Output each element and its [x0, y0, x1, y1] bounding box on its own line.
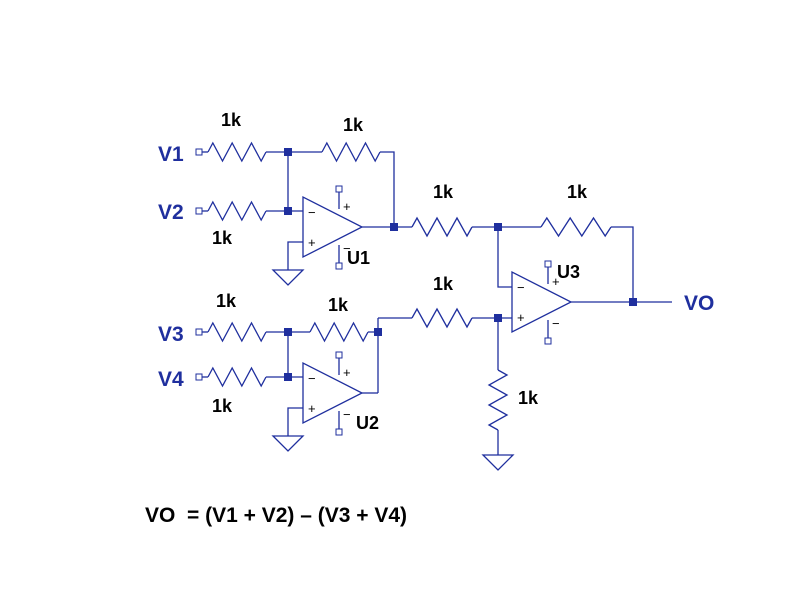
ports [195, 148, 203, 381]
supply-plus-sign: + [552, 274, 560, 289]
opamp-label-u2: U2 [356, 413, 379, 433]
input-port-v1 [195, 148, 203, 156]
resistor-label-u3-feedback: 1k [567, 182, 588, 202]
supply-pin-icon [544, 337, 552, 345]
supply-pin-icon [335, 185, 343, 193]
supply-plus-sign: + [343, 199, 351, 214]
resistor-label-u2-feedback: 1k [328, 295, 349, 315]
opamp-icon [302, 195, 364, 259]
junction-icon [284, 207, 292, 215]
wire [368, 331, 379, 393]
resistor-u3-feedback [540, 216, 612, 238]
input-label-v3: V3 [158, 323, 184, 346]
opamp-icon [302, 361, 364, 425]
resistor-label-u2-output: 1k [433, 274, 454, 294]
opamp-inverting-sign: − [308, 371, 316, 386]
resistor-label-v1: 1k [221, 110, 242, 130]
resistor-v1 [207, 141, 267, 163]
resistor-label-ground: 1k [518, 388, 539, 408]
resistor-label-u1-feedback: 1k [343, 115, 364, 135]
supply-pin-icon [335, 351, 343, 359]
resistor-u2-feedback [309, 321, 369, 343]
opamp-label-u3: U3 [557, 262, 580, 282]
junction-icon [284, 148, 292, 156]
opamp-inverting-sign: − [517, 280, 525, 295]
resistor-ground [487, 369, 509, 431]
input-label-v4: V4 [158, 368, 184, 391]
opamp-noninverting-sign: + [308, 401, 316, 416]
junction-icon [629, 298, 637, 306]
resistor-label-v3: 1k [216, 291, 237, 311]
supply-plus-sign: + [343, 365, 351, 380]
input-port-v4 [195, 373, 203, 381]
supply-minus-sign: − [343, 241, 351, 256]
supply-minus-sign: − [343, 407, 351, 422]
junctions [284, 148, 637, 381]
input-label-v2: V2 [158, 201, 184, 224]
supply-pin-icon [335, 428, 343, 436]
ground-u1 [271, 269, 305, 286]
resistor-v2 [207, 200, 267, 222]
opamp-u1: − + + − [302, 185, 364, 270]
wire [611, 226, 634, 302]
resistor-u1-output [411, 216, 473, 238]
opamp-noninverting-sign: + [517, 310, 525, 325]
wire [287, 241, 303, 270]
output-label-vo: VO [684, 292, 714, 315]
resistors [207, 141, 612, 431]
resistor-u2-output [411, 307, 473, 329]
opamp-label-u1: U1 [347, 248, 370, 268]
wire [287, 407, 303, 436]
resistor-u1-feedback [321, 141, 381, 163]
opamp-inverting-sign: − [308, 205, 316, 220]
junction-icon [374, 328, 382, 336]
junction-icon [494, 314, 502, 322]
supply-pin-icon [335, 262, 343, 270]
opamp-noninverting-sign: + [308, 235, 316, 250]
junction-icon [284, 373, 292, 381]
resistor-label-u1-output: 1k [433, 182, 454, 202]
output-equation: VO = (V1 + V2) – (V3 + V4) [145, 504, 407, 527]
junction-icon [494, 223, 502, 231]
opamp-u2: − + + − [302, 351, 364, 436]
resistor-v3 [207, 321, 267, 343]
supply-minus-sign: − [552, 316, 560, 331]
wire [497, 227, 512, 288]
ground-u3 [481, 454, 515, 471]
resistor-label-v4: 1k [212, 396, 233, 416]
opamp-icon [511, 270, 573, 334]
resistor-label-v2: 1k [212, 228, 233, 248]
input-port-v2 [195, 207, 203, 215]
junction-icon [284, 328, 292, 336]
grounds [271, 269, 515, 471]
resistor-v4 [207, 366, 267, 388]
input-port-v3 [195, 328, 203, 336]
opamps: − + + − − + + − − + + − [302, 185, 573, 436]
input-label-v1: V1 [158, 143, 184, 166]
supply-pin-icon [544, 260, 552, 268]
opamp-u3: − + + − [511, 260, 573, 345]
wire [380, 151, 395, 227]
ground-u2 [271, 435, 305, 452]
junction-icon [390, 223, 398, 231]
